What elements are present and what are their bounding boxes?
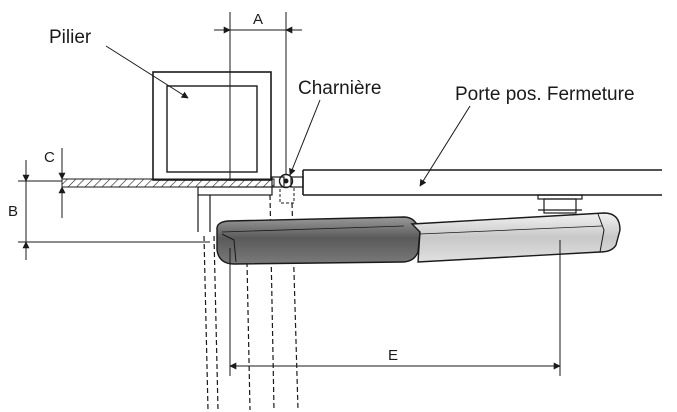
gate-label: Porte pos. Fermeture — [455, 84, 635, 105]
front-bracket — [537, 194, 583, 214]
rear-bracket — [197, 186, 273, 232]
gate-leaf — [302, 169, 662, 196]
dimension-b — [18, 160, 210, 260]
pillar — [152, 71, 272, 181]
hinge — [271, 173, 304, 204]
dimension-a — [214, 12, 302, 181]
pillar-leader — [105, 45, 189, 99]
dimension-c-label: C — [44, 149, 55, 166]
wall-hatch — [61, 178, 275, 188]
motor-tube — [410, 212, 621, 263]
hinge-label: Charnière — [298, 78, 381, 99]
gate-leader — [419, 105, 471, 187]
dimension-e-label: E — [388, 347, 398, 364]
dimension-e — [229, 240, 561, 376]
dimension-a-label: A — [253, 11, 263, 28]
hinge-leader — [289, 99, 321, 176]
pillar-label: Pilier — [49, 27, 92, 48]
dimension-b-label: B — [8, 203, 18, 220]
motor-housing — [216, 216, 421, 265]
